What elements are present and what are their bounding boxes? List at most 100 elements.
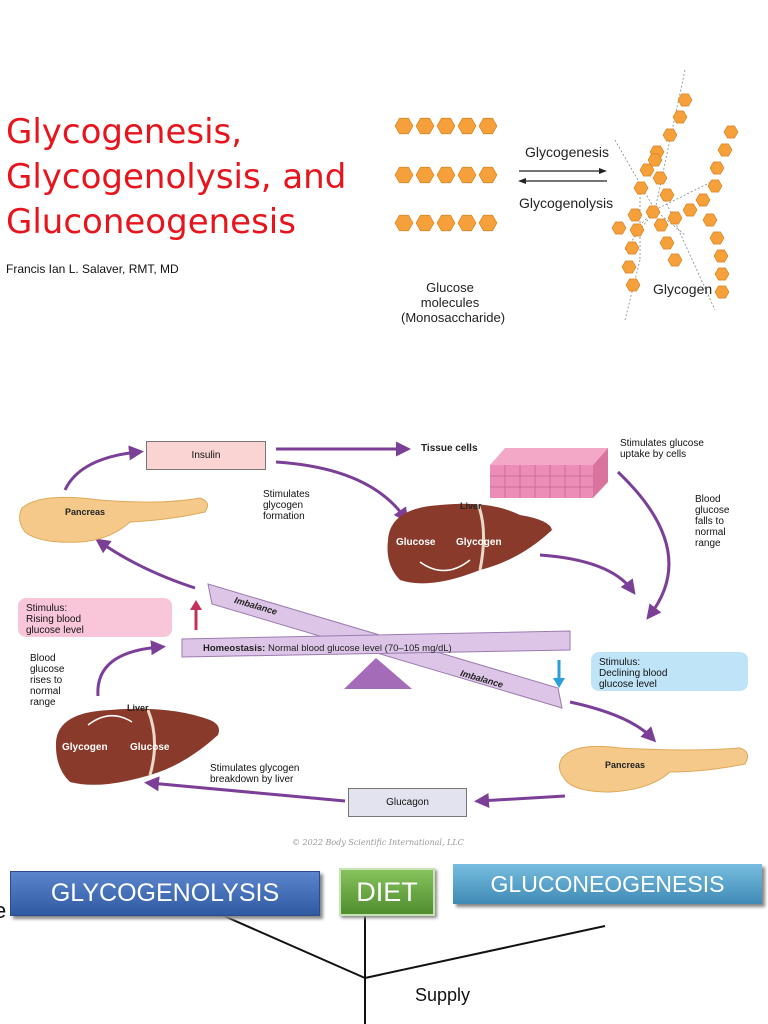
glycogen-diagram — [394, 69, 739, 321]
glycogen-hexagon — [659, 188, 675, 202]
pancreas-bottom-image — [558, 745, 749, 793]
glycogen-hexagon — [714, 267, 730, 281]
liver-bottom-image: Glycogen Glucose — [55, 708, 219, 785]
pancreas-bottom-label: Pancreas — [605, 760, 646, 770]
insulin-to-liver-arrow — [275, 460, 409, 523]
uptake-line1: Stimulates glucose — [620, 438, 704, 449]
title-line-3: Gluconeogenesis — [6, 202, 296, 240]
pancreas-top-label: Pancreas — [65, 507, 106, 517]
rises-line2: glucose — [30, 664, 65, 675]
glycogen-hexagon — [667, 211, 683, 225]
glycogen-hexagon — [611, 221, 627, 235]
homeostasis-bold: Homeostasis: — [203, 643, 266, 654]
declining-line2: Declining blood — [599, 668, 668, 679]
glycogen-hexagon — [633, 181, 649, 195]
glucose-hexagon — [478, 117, 498, 135]
glycogen-hexagon — [709, 161, 725, 175]
glycogen-hexagon — [621, 260, 637, 274]
rising-line2: Rising blood — [26, 614, 82, 625]
glycogen-hexagon — [652, 171, 668, 185]
glucose-hexagon — [436, 166, 456, 184]
slide-title: Glycogenesis, Glycogenolysis, and Glucon… — [6, 110, 384, 240]
author-name: Francis Ian L. Salaver, RMT, MD — [6, 262, 179, 276]
glucagon-to-liver-arrow — [144, 776, 346, 803]
homeostasis-label: Homeostasis: Normal blood glucose level … — [203, 643, 452, 654]
homeostasis-diagram: Glucose Glycogen Glycogen Glucose — [19, 441, 749, 808]
title-line-1: Glycogenesis, — [6, 112, 243, 152]
glycogen-hexagon — [682, 203, 698, 217]
glycogen-hexagon — [645, 205, 661, 219]
stimulates-uptake-label: Stimulates glucose uptake by cells — [620, 438, 704, 460]
glycogen-hexagon — [625, 278, 641, 292]
liver-top-image: Glucose Glycogen — [387, 503, 552, 584]
imbalance-to-pancreas-arrow — [95, 538, 196, 590]
glycogen-branch — [654, 209, 686, 236]
branch-left — [214, 911, 366, 979]
glycogen-hexagon — [629, 223, 645, 237]
imbalance-to-pancreas-bottom-arrow — [569, 700, 657, 743]
gluconeogenesis-box: GLUCONEOGENESIS — [453, 864, 762, 904]
breakdown-line2: breakdown by liver — [210, 774, 294, 785]
rises-line1: Blood — [30, 653, 56, 664]
liver-to-homeostasis-bottom-arrow — [96, 640, 166, 697]
tissue-cells-label: Tissue cells — [421, 443, 478, 454]
breakdown-line1: Stimulates glycogen — [210, 763, 300, 774]
glycogen-hexagon — [709, 231, 725, 245]
glycogen-branch — [654, 179, 716, 211]
branch-right — [364, 925, 606, 979]
glycogen-hexagon — [667, 253, 683, 267]
glucose-hexagon — [478, 166, 498, 184]
glycogen-hexagon — [717, 143, 733, 157]
falls-line5: range — [695, 538, 721, 549]
glycogen-branch — [614, 139, 656, 211]
glycogen-hexagon — [627, 208, 643, 222]
liver-bottom-glycogen-text: Glycogen — [62, 742, 108, 753]
homeostasis-text: Normal blood glucose level (70–105 mg/dL… — [267, 643, 452, 654]
insulin-box: Insulin — [146, 441, 266, 470]
rises-line3: rises to — [30, 675, 63, 686]
stimulus-declining-box: Stimulus: Declining blood glucose level — [591, 652, 748, 691]
diet-box: DIET — [339, 868, 435, 916]
glucose-hexagon — [457, 214, 477, 232]
falls-line2: glucose — [695, 505, 730, 516]
liver-bottom-label: Liver — [127, 703, 149, 713]
glycogen-hexagon — [714, 285, 730, 299]
declining-arrowhead — [553, 678, 565, 688]
glucose-hexagon — [394, 166, 414, 184]
pancreas-to-glucagon-arrow — [474, 792, 566, 808]
glycogen-hexagon — [653, 218, 669, 232]
forward-arrowhead — [599, 168, 607, 174]
glycogen-hexagon — [707, 179, 723, 193]
liver-top-glycogen-text: Glycogen — [456, 537, 502, 548]
glucose-caption-line1: Glucose molecules — [420, 280, 480, 310]
falls-line1: Blood — [695, 494, 721, 505]
glycogenesis-arrow-label: Glycogenesis — [525, 144, 610, 160]
glycogen-hexagon — [702, 213, 718, 227]
glycogen-structure — [611, 69, 739, 321]
liver-to-homeostasis-arrow — [539, 553, 636, 595]
liver-bottom-glucose-text: Glucose — [130, 742, 170, 753]
formation-line2: glycogen — [263, 500, 304, 511]
stimulates-formation-label: Stimulates glycogen formation — [263, 489, 310, 522]
glycogenolysis-box: GLYCOGENOLYSIS — [10, 871, 320, 916]
glucose-hexagon — [394, 214, 414, 232]
glucose-hexagon — [415, 214, 435, 232]
glycogen-hexagon — [672, 110, 688, 124]
glucose-molecule-rows — [394, 117, 498, 232]
rising-line3: glucose level — [26, 625, 84, 636]
cut-off-letter: e — [0, 898, 7, 923]
uptake-line2: uptake by cells — [620, 449, 687, 460]
falls-line3: falls to — [695, 516, 724, 527]
title-line-2: Glycogenolysis, and — [6, 157, 347, 197]
glucose-hexagon — [415, 117, 435, 135]
tissue-cells-image — [490, 448, 608, 498]
glycogenolysis-arrow-label: Glycogenolysis — [519, 195, 614, 211]
pancreas-top-image — [19, 496, 209, 543]
glucose-caption-line2: (Monosaccharide) — [401, 310, 506, 325]
supply-tree — [214, 911, 606, 1024]
formation-line1: Stimulates — [263, 489, 310, 500]
reverse-arrowhead — [518, 178, 526, 184]
glucose-caption: Glucose molecules (Monosaccharide) — [401, 280, 506, 325]
glycogen-hexagon — [647, 153, 663, 167]
glycogen-hexagon — [723, 125, 739, 139]
